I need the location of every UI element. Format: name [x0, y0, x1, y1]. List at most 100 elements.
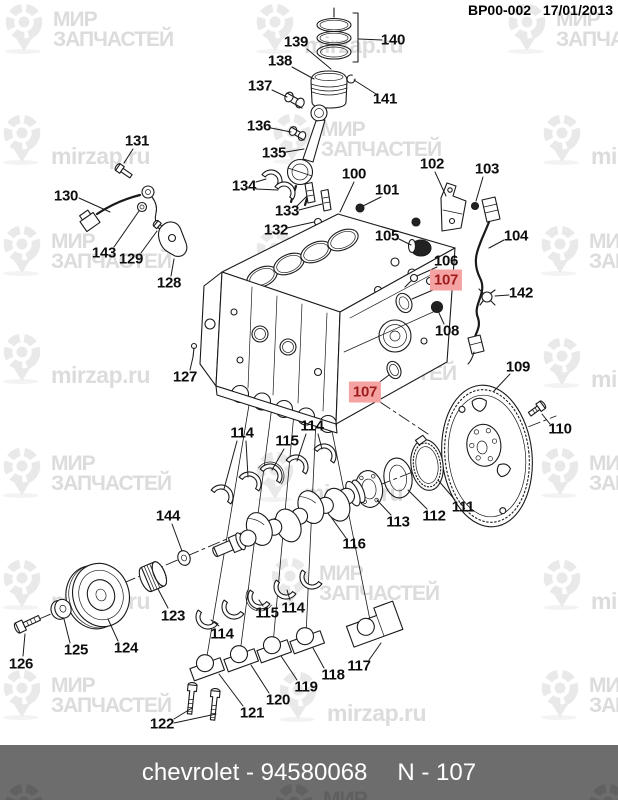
callout-138: 138 — [267, 52, 293, 70]
callout-144: 144 — [155, 507, 181, 525]
connecting-rod — [286, 104, 328, 207]
watermark-url: mirzap.ru — [540, 113, 618, 170]
nut-143 — [136, 201, 148, 213]
watermark-url-text: mirzap.ru — [591, 143, 618, 169]
callout-123: 123 — [160, 607, 186, 625]
callout-114: 114 — [230, 424, 254, 442]
watermark-url-text: mirzap.ru — [51, 143, 151, 169]
bolt-110 — [527, 400, 547, 417]
bolt-126 — [13, 614, 42, 634]
callout-105: 105 — [374, 227, 400, 245]
watermark-url-text: mirzap.ru — [591, 588, 618, 614]
block-bolts-133 — [304, 181, 332, 212]
callout-111: 111 — [451, 498, 475, 516]
callout-124: 124 — [113, 639, 139, 657]
rod-bearings — [261, 169, 296, 200]
callout-119: 119 — [294, 678, 318, 696]
callout-107-highlight: 107 — [348, 381, 382, 403]
callout-107-highlight: 107 — [429, 269, 463, 291]
pin-clip — [346, 74, 356, 84]
washer-144 — [177, 550, 191, 566]
seal-107b — [386, 360, 402, 380]
pulley-124 — [65, 562, 130, 630]
callout-113: 113 — [386, 513, 410, 531]
callout-130: 130 — [53, 187, 79, 205]
doc-date: 17/01/2013 — [542, 2, 613, 18]
callout-101: 101 — [374, 181, 400, 199]
callout-108: 108 — [434, 322, 460, 340]
callout-104: 104 — [503, 227, 529, 245]
grommet-108 — [430, 300, 444, 314]
callout-115: 115 — [255, 604, 279, 622]
watermark-url: mirzap.ru — [540, 558, 618, 615]
rod-bushing — [288, 126, 307, 141]
watermark-url-text: mirzap.ru — [51, 362, 151, 388]
callout-110: 110 — [548, 420, 572, 438]
watermark-url-text: mirzap.ru — [327, 700, 427, 726]
main-bearing-caps — [189, 600, 404, 682]
doc-code: BP00-002 — [467, 2, 532, 18]
callout-136: 136 — [246, 117, 272, 135]
callout-139: 139 — [283, 33, 309, 51]
callout-129: 129 — [118, 250, 144, 268]
callout-126: 126 — [8, 655, 34, 673]
callout-125: 125 — [63, 641, 89, 659]
watermark-url: mirzap.ru — [540, 336, 618, 393]
callout-140: 140 — [380, 31, 406, 49]
callout-120: 120 — [265, 691, 291, 709]
callout-122: 122 — [149, 715, 175, 733]
nut-103 — [470, 201, 480, 211]
footer-bar: chevrolet - 94580068 N - 107 — [0, 745, 618, 800]
cap-bolts-122 — [186, 682, 221, 721]
watermark-url: mirzap.ru — [276, 670, 427, 727]
callout-128: 128 — [156, 274, 182, 292]
crankshaft — [212, 479, 366, 558]
callout-109: 109 — [505, 358, 531, 376]
callout-121: 121 — [239, 704, 265, 722]
sensor-130 — [79, 185, 159, 233]
upper-main-bearings — [210, 443, 337, 505]
callout-115: 115 — [275, 432, 299, 450]
callout-100: 100 — [341, 165, 367, 183]
footer-part-number: chevrolet - 94580068 — [141, 758, 368, 786]
callout-103: 103 — [474, 160, 500, 178]
bolt-106 — [404, 273, 419, 288]
footer-callout-ref: N - 107 — [397, 758, 477, 786]
callout-137: 137 — [247, 77, 273, 95]
washer-125 — [50, 598, 72, 620]
watermark-url-text: mirzap.ru — [591, 366, 618, 392]
callout-132: 132 — [263, 221, 289, 239]
leader-lines — [22, 38, 551, 724]
callout-143: 143 — [91, 244, 117, 262]
engine-block — [199, 203, 456, 434]
flywheel — [441, 384, 533, 528]
seal-107a — [395, 292, 413, 314]
bracket-102 — [440, 182, 467, 232]
bracket-128 — [158, 221, 188, 257]
watermark-url: mirzap.ru — [0, 113, 151, 170]
callout-127: 127 — [172, 368, 198, 386]
callout-114: 114 — [300, 417, 324, 435]
callout-142: 142 — [508, 284, 534, 302]
callout-118: 118 — [321, 666, 345, 684]
callout-116: 116 — [342, 535, 366, 553]
callout-134: 134 — [231, 177, 257, 195]
